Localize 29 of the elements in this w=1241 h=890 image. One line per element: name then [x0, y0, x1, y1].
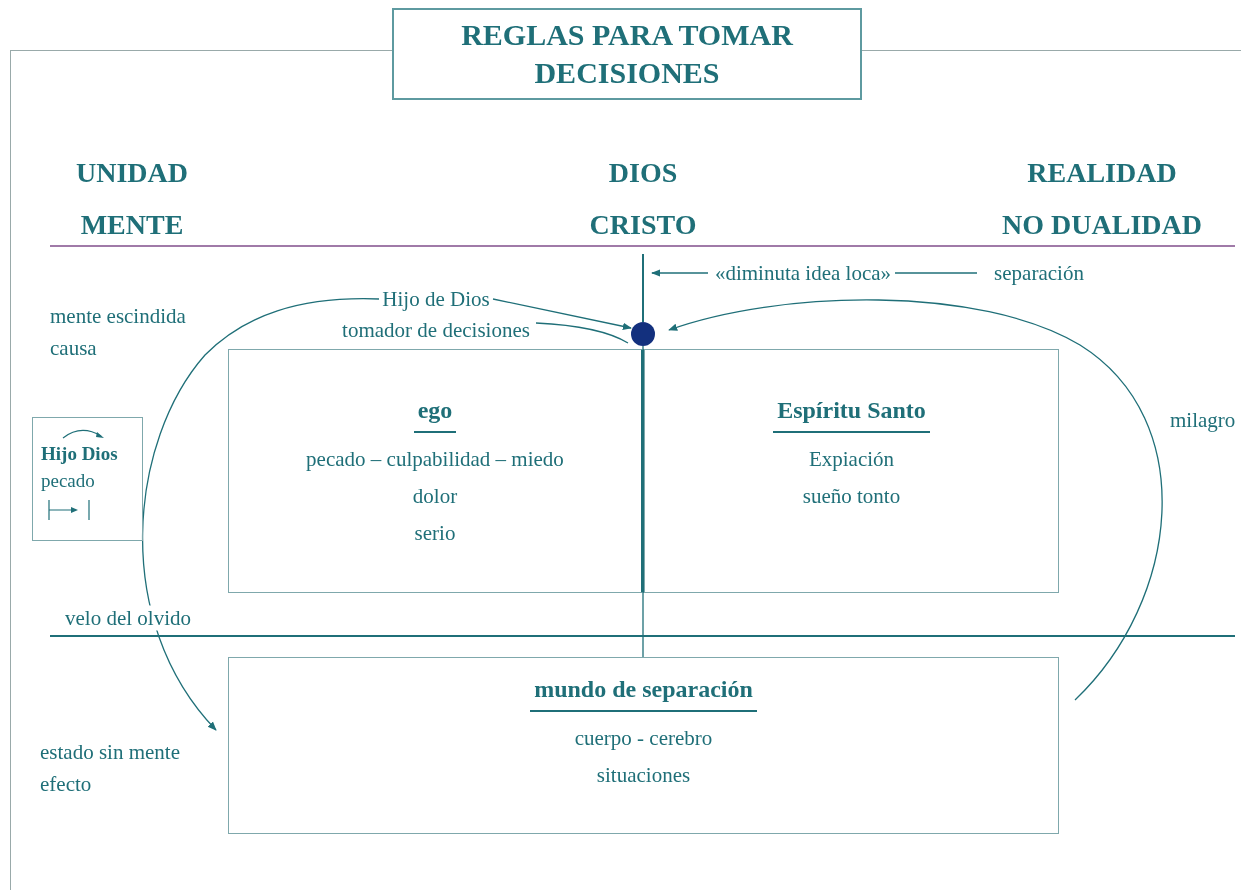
- arrow: [492, 298, 632, 330]
- arrow: [651, 269, 709, 277]
- node-text: tomador de decisiones: [342, 317, 530, 343]
- panel-heading: Espíritu Santo: [773, 395, 930, 433]
- panel-text: Expiación: [808, 446, 895, 473]
- panel-text: cuerpo - cerebro: [574, 725, 713, 752]
- title-text: REGLAS PARA TOMAR DECISIONES: [460, 17, 795, 91]
- node-text: Hijo de Dios: [382, 286, 490, 312]
- inset-heading: Hijo Dios: [41, 442, 118, 466]
- panel-box: [228, 349, 644, 593]
- dot: [631, 322, 655, 346]
- inset-box: [32, 417, 143, 541]
- node-text: separación: [994, 260, 1084, 286]
- arrow: [142, 298, 380, 731]
- panel-text: situaciones: [596, 762, 691, 789]
- panel-text: pecado – culpabilidad – miedo: [306, 446, 564, 473]
- panel-text: dolor: [412, 483, 458, 510]
- arrow: [668, 299, 1163, 701]
- panel-heading: ego: [413, 395, 457, 433]
- connector-line: [535, 322, 629, 344]
- connector-line: [894, 272, 978, 274]
- text-label: velo del olvido: [63, 605, 193, 631]
- panel-text: serio: [414, 520, 456, 547]
- panel-box: [228, 657, 1059, 834]
- inset-text: pecado: [41, 469, 95, 493]
- node-text: «diminuta idea loca»: [714, 260, 892, 286]
- panel-box: [644, 349, 1059, 593]
- panel-text: sueño tonto: [802, 483, 901, 510]
- panel-heading: mundo de separación: [530, 674, 757, 712]
